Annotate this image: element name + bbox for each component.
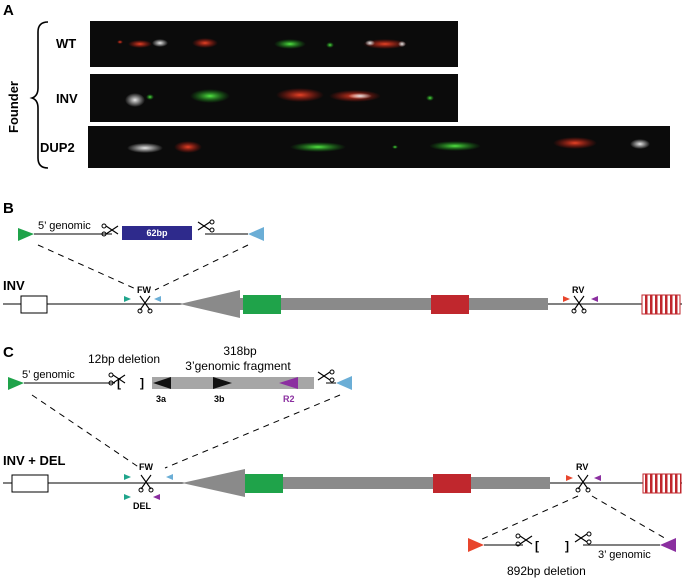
purple-primer [591,296,598,302]
scissors-icon [101,223,119,237]
founder-label: Founder [6,81,21,133]
construct-label-inv: INV [3,278,25,293]
scissors-icon [575,474,591,493]
scissors-icon [197,219,215,233]
insert-62bp [122,226,192,240]
inverted-gene-arrow [182,469,550,497]
row-label-wt: WT [56,36,76,51]
micrograph-inv [90,74,458,122]
white-box [20,295,48,314]
construct-label-inv-del: INV + DEL [3,453,66,468]
scissors-icon [574,531,592,545]
teal-primer [124,296,131,302]
purple-primer [594,475,601,481]
primer-3a-label: 3a [156,394,167,404]
red-primer [563,296,570,302]
genomic-5-label-c: 5’ genomic [22,369,75,381]
red-arrowhead [468,538,484,552]
green-arrowhead [18,228,34,241]
red-exon [433,474,471,493]
micrograph-wt [90,21,458,67]
donor-construct-3prime: [ ] 3’ genomic 892bp deletion [468,531,676,578]
primer-r2-arrow [279,377,298,389]
deletion-12bp-label: 12bp deletion [88,352,160,366]
inv-construct: INV FW RV [3,278,682,318]
founder-bracket [29,21,49,169]
donor-construct-b: 5’ genomic 62bp [18,219,264,241]
striped-box [641,294,681,315]
insert-62bp-label: 62bp [146,228,168,238]
blue-primer [154,296,161,302]
fragment-size-label: 318bp [223,344,257,358]
row-label-inv: INV [56,91,78,106]
red-primer [566,475,573,481]
green-exon [243,295,281,314]
primer-3b-label: 3b [214,394,225,404]
teal-primer [124,494,131,500]
genomic-fragment-318bp [152,377,314,389]
bracket-open-2: [ [535,539,539,553]
fragment-label: 3’genomic fragment [185,359,291,373]
bracket-close-2: ] [565,539,569,553]
green-arrowhead [8,377,24,390]
primer-3b-arrow [213,377,232,389]
fw-label: FW [137,285,151,295]
genomic-3-label: 3’ genomic [598,549,651,561]
scissors-icon [317,369,335,383]
scissors-icon [108,372,126,386]
bracket-close: ] [140,376,144,390]
white-box [11,474,49,493]
scissors-icon [571,295,587,314]
dashed-guide [591,495,669,541]
donor-construct-c: 5’ genomic 12bp deletion [ ] 318bp 3’gen… [8,344,352,404]
panel-c-letter: C [3,344,14,361]
purple-arrowhead [660,538,676,552]
inv-del-construct: INV + DEL FW DEL RV [3,453,682,511]
scissors-icon [138,474,154,493]
teal-primer [124,474,131,480]
green-exon [245,474,283,493]
purple-primer [153,494,160,500]
row-label-dup2: DUP2 [40,140,75,155]
rv-label: RV [572,285,584,295]
dashed-guide [479,495,579,541]
red-exon [431,295,469,314]
primer-3a-arrow [153,377,171,389]
deletion-892bp-label: 892bp deletion [507,564,586,578]
inverted-gene-arrow [180,290,548,318]
blue-arrowhead [248,227,264,241]
panel-a-letter: A [3,2,14,19]
primer-r2-label: R2 [283,394,295,404]
scissors-icon [515,533,533,547]
micrograph-dup2 [88,126,670,168]
blue-primer [166,474,173,480]
fw-label-c: FW [139,462,153,472]
dashed-guide [164,394,341,469]
panel-b-letter: B [3,200,14,217]
del-label: DEL [133,501,152,511]
scissors-icon [137,295,153,314]
dashed-guide [37,244,139,291]
striped-box [642,473,682,494]
bracket-open: [ [117,376,121,390]
genomic-5-label: 5’ genomic [38,220,91,232]
blue-arrowhead [336,376,352,390]
dashed-guide [154,244,249,291]
rv-label-c: RV [576,462,588,472]
